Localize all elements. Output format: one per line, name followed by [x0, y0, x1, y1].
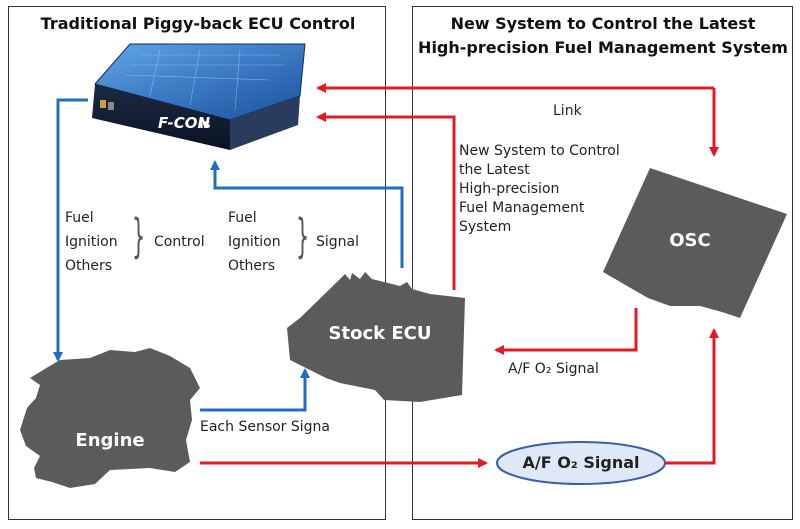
new-system-line: High-precision [459, 181, 560, 198]
red-arrows [200, 83, 719, 468]
af-o2-oval-label: A/F O₂ Signal [522, 453, 640, 472]
signal-item-ignition: Ignition [228, 234, 281, 250]
control-item-ignition: Ignition [65, 234, 118, 250]
fcon-to-engine-arrow [53, 98, 88, 362]
stock-ecu-label: Stock ECU [328, 323, 432, 344]
new-system-line: New System to Control [459, 143, 620, 159]
new-system-label: New System to Control the Latest High-pr… [459, 143, 620, 235]
fcon-brand-text: F-CON [158, 114, 210, 132]
signal-item-others: Others [228, 258, 276, 274]
left-panel-title: Traditional Piggy-back ECU Control [40, 14, 356, 33]
blue-arrows [53, 98, 404, 412]
oval-to-osc-arrow [665, 328, 719, 465]
engine-label: Engine [75, 430, 145, 451]
right-panel-title-line2: High-precision Fuel Management System [418, 38, 788, 57]
fcon-device-icon [92, 43, 306, 150]
af-o2-signal-label: A/F O₂ Signal [508, 361, 599, 377]
ecu-to-fcon-blue-arrow [210, 160, 404, 268]
stock-ecu-shape [287, 272, 465, 402]
each-sensor-label: Each Sensor Signa [200, 419, 330, 435]
osc-shape [603, 168, 787, 318]
link-label: Link [553, 103, 582, 119]
control-brace-icon: } [132, 209, 146, 263]
fcon-model-text: iS [200, 120, 211, 131]
signal-brace-icon: } [296, 209, 310, 263]
right-panel-title-line1: New System to Control the Latest [450, 14, 756, 33]
signal-item-fuel: Fuel [228, 210, 257, 226]
engine-shape [20, 348, 200, 488]
engine-to-ecu-arrow [200, 368, 310, 412]
signal-label: Signal [316, 234, 360, 250]
control-item-others: Others [65, 258, 113, 274]
new-system-line: System [459, 219, 512, 236]
new-system-line: the Latest [459, 162, 530, 179]
osc-to-ecu-arrow [494, 308, 638, 355]
osc-label: OSC [669, 230, 711, 251]
ecu-to-fcon-arrow [316, 112, 456, 290]
new-system-line: Fuel Management [459, 200, 585, 217]
control-item-fuel: Fuel [65, 210, 94, 226]
control-label: Control [154, 234, 205, 250]
